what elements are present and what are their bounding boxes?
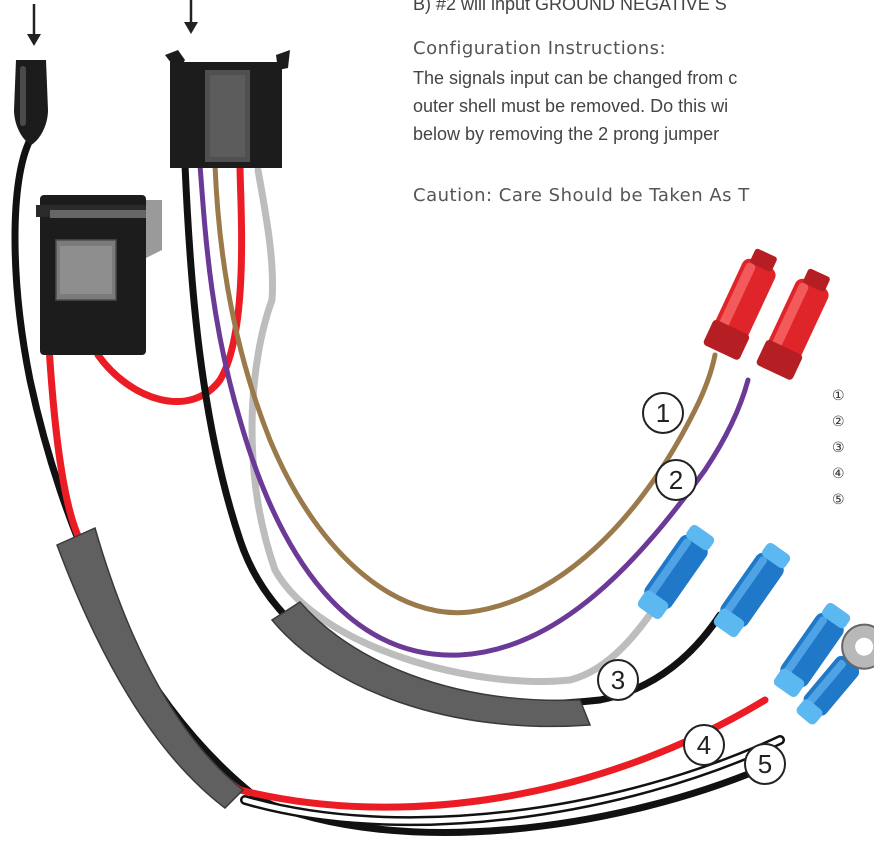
wire-label-3: 3 (597, 659, 639, 701)
wire-label-5: 5 (744, 743, 786, 785)
svg-text:2: 2 (669, 465, 683, 495)
left-bullet-connector (14, 60, 48, 145)
red-loop-wire (94, 161, 246, 406)
ring-terminal-5 (796, 623, 874, 725)
blue-terminal-3b (713, 542, 791, 638)
config-line-1: The signals input can be changed from c (413, 68, 738, 88)
config-title: Configuration Instructions: (413, 38, 667, 59)
arrow-right-connector (184, 0, 198, 34)
config-line-2: outer shell must be removed. Do this wi (413, 96, 729, 116)
svg-text:3: 3 (611, 665, 625, 695)
legend-mark-2: ② (832, 414, 845, 430)
main-multipin-connector (165, 50, 290, 168)
gray-wire-3 (248, 166, 664, 686)
svg-text:1: 1 (656, 398, 670, 428)
small-socket-connector (36, 195, 162, 355)
wire-label-2: 2 (655, 459, 697, 501)
blue-terminal-3a (637, 524, 715, 620)
red-terminal-1 (703, 248, 777, 360)
caution-text: Caution: Care Should be Taken As T (413, 185, 750, 206)
config-line-3: below by removing the 2 prong jumper (413, 124, 720, 144)
legend-mark-5: ⑤ (832, 492, 845, 508)
red-terminal-2 (756, 268, 830, 380)
sleeve-middle (270, 601, 592, 728)
wire-label-1: 1 (642, 392, 684, 434)
brown-wire-1 (212, 162, 718, 616)
legend-mark-1: ① (832, 388, 845, 404)
sleeve-left (56, 526, 245, 809)
top-line-text: B) #2 will input GROUND NEGATIVE S (413, 0, 727, 14)
legend-mark-3: ③ (832, 440, 845, 456)
svg-text:4: 4 (697, 730, 711, 760)
svg-text:5: 5 (758, 749, 772, 779)
legend-mark-4: ④ (832, 466, 845, 482)
blue-terminal-4 (773, 602, 851, 698)
arrow-left-connector (27, 4, 41, 46)
wire-label-4: 4 (683, 724, 725, 766)
purple-wire-2 (197, 162, 751, 658)
